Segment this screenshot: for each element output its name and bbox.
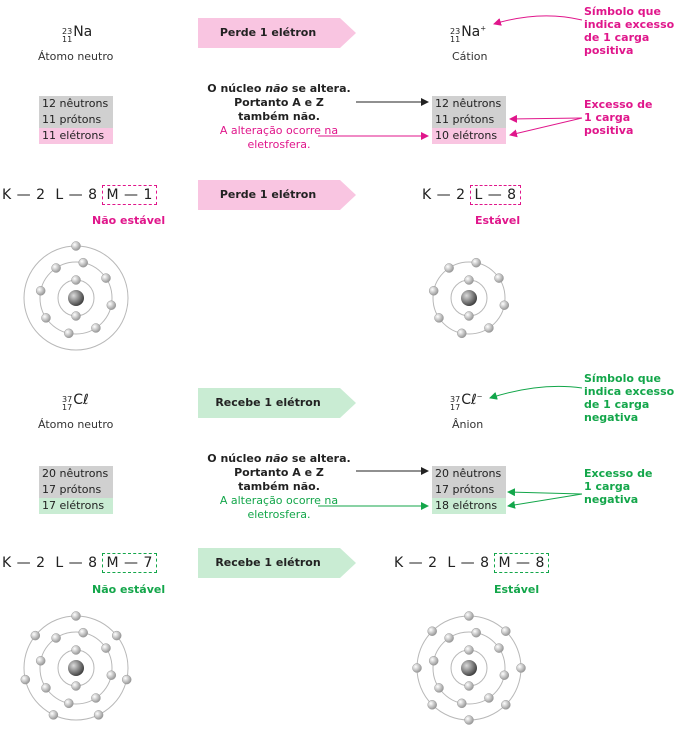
electron-count: 18 elétrons — [432, 498, 506, 514]
electron-count: 11 elétrons — [39, 128, 113, 144]
valence-shell-box: M — 8 — [494, 553, 549, 573]
chlorine-ion-stability: Estável — [494, 583, 540, 596]
chlorine-nucleus-note: O núcleo não se altera. Portanto A e Z t… — [207, 452, 351, 521]
neutron-count: 20 nêutrons — [39, 466, 113, 482]
chlorine-ion-caption: Ânion — [452, 418, 484, 431]
proton-count: 11 prótons — [432, 112, 506, 128]
chlorine-step2-label: Recebe 1 elétron — [215, 556, 321, 569]
proton-count: 11 prótons — [39, 112, 113, 128]
sodium-step1-label: Perde 1 elétron — [219, 26, 317, 39]
neutron-count: 20 nêutrons — [432, 466, 506, 482]
proton-count: 17 prótons — [432, 482, 506, 498]
sodium-ion-shells: K — 2 L — 8 — [422, 185, 521, 205]
sodium-neutral-counts: 12 nêutrons 11 prótons 11 elétrons — [39, 96, 113, 144]
chlorine-step1-label: Recebe 1 elétron — [215, 396, 321, 409]
sodium-neutral-caption: Átomo neutro — [38, 50, 114, 63]
electron-count: 17 elétrons — [39, 498, 113, 514]
sodium-step2-label: Perde 1 elétron — [219, 188, 317, 201]
chlorine-neutral-shells: K — 2 L — 8 M — 7 — [2, 553, 157, 573]
sodium-neutral-shells: K — 2 L — 8 M — 1 — [2, 185, 157, 205]
symbol-pointer-arrow — [493, 15, 583, 26]
chlorine-ion-shells: K — 2 L — 8 M — 8 — [394, 553, 549, 573]
excess-pointer-arrow — [509, 117, 583, 138]
chlorine-step2-arrow: Recebe 1 elétron — [198, 548, 358, 578]
sodium-ion-stability: Estável — [475, 214, 521, 227]
proton-count: 17 prótons — [39, 482, 113, 498]
chlorine-ion-counts: 20 nêutrons 17 prótons 18 elétrons — [432, 466, 506, 514]
sodium-nucleus-note: O núcleo não se altera. Portanto A e Z t… — [207, 82, 351, 151]
chlorine-neutral-stability: Não estável — [92, 583, 166, 596]
sodium-step2-arrow: Perde 1 elétron — [198, 180, 358, 210]
chlorine-step1-arrow: Recebe 1 elétron — [198, 388, 358, 418]
neutron-count: 12 nêutrons — [432, 96, 506, 112]
sodium-step1-arrow: Perde 1 elétron — [198, 18, 358, 48]
sodium-neutral-stability: Não estável — [92, 214, 166, 227]
symbol-pointer-arrow — [489, 385, 583, 400]
electron-count: 10 elétrons — [432, 128, 506, 144]
valence-shell-box: M — 1 — [102, 185, 157, 205]
excess-pointer-arrow — [507, 493, 583, 509]
sodium-ion-caption: Cátion — [452, 50, 488, 63]
valence-shell-box: L — 8 — [470, 185, 521, 205]
neutron-count: 12 nêutrons — [39, 96, 113, 112]
chlorine-neutral-caption: Átomo neutro — [38, 418, 114, 431]
chlorine-neutral-counts: 20 nêutrons 17 prótons 17 elétrons — [39, 466, 113, 514]
sodium-ion-counts: 12 nêutrons 11 prótons 10 elétrons — [432, 96, 506, 144]
excess-pointer-arrow — [507, 488, 583, 497]
valence-shell-box: M — 7 — [102, 553, 157, 573]
excess-pointer-arrow — [509, 114, 583, 123]
